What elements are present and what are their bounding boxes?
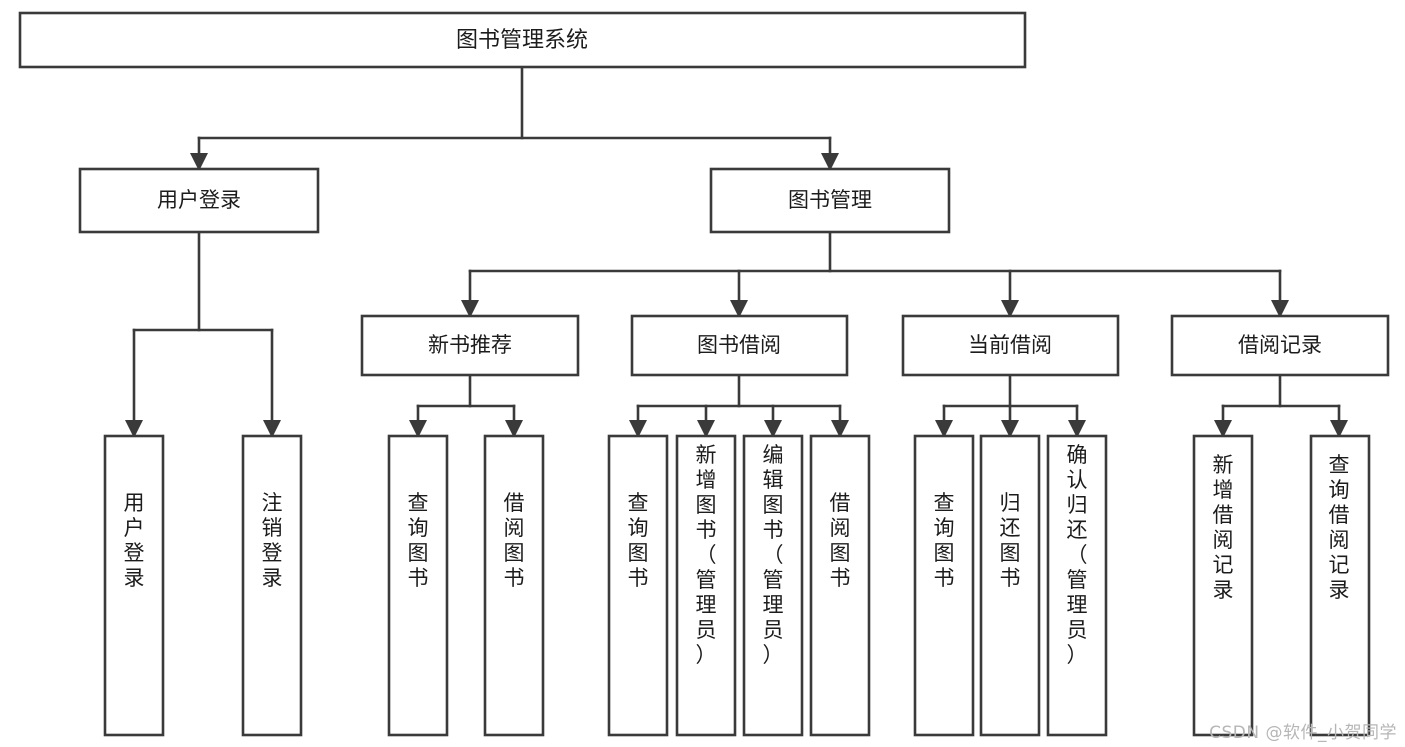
leaf-current-borrow-1-label: 归还图书 (1000, 491, 1021, 590)
leaf-current-borrow-1[interactable]: 归还图书 (979, 434, 1041, 737)
node-user-login-label: 用户登录 (157, 188, 241, 212)
leaf-user-login-1-label: 注销登录 (262, 491, 283, 590)
node-new-book-recommend-label: 新书推荐 (428, 333, 512, 357)
leaf-book-borrow-0-label: 查询图书 (628, 491, 649, 590)
node-current-borrow-label: 当前借阅 (968, 333, 1052, 357)
leaf-new-book-0[interactable]: 查询图书 (387, 434, 449, 737)
connector-root-to-level2 (190, 65, 839, 171)
node-root[interactable]: 图书管理系统 (18, 11, 1027, 69)
leaf-current-borrow-0[interactable]: 查询图书 (913, 434, 975, 737)
node-borrow-record-label: 借阅记录 (1238, 333, 1322, 357)
leaf-new-book-0-label: 查询图书 (408, 491, 429, 590)
leaf-new-book-1-label: 借阅图书 (504, 491, 525, 590)
connector-bookborrow-to-leaves (629, 373, 849, 438)
connector-newbook-to-leaves (409, 373, 523, 438)
connector-borrowrecord-to-leaves (1214, 373, 1348, 438)
leaf-book-borrow-0[interactable]: 查询图书 (607, 434, 669, 737)
leaf-new-book-1[interactable]: 借阅图书 (483, 434, 545, 737)
leaf-book-borrow-2[interactable]: 编辑图书（管理员） (742, 434, 804, 737)
leaf-book-borrow-3[interactable]: 借阅图书 (809, 434, 871, 737)
leaf-borrow-record-1[interactable]: 查询借阅记录 (1309, 434, 1371, 737)
node-user-login[interactable]: 用户登录 (78, 167, 320, 234)
leaf-user-login-0-label: 用户登录 (124, 491, 145, 590)
node-new-book-recommend[interactable]: 新书推荐 (360, 314, 580, 377)
connector-currentborrow-to-leaves (935, 373, 1086, 438)
node-book-management[interactable]: 图书管理 (709, 167, 951, 234)
leaf-book-borrow-3-label: 借阅图书 (830, 491, 851, 590)
leaf-user-login-0[interactable]: 用户登录 (103, 434, 165, 737)
connector-bookmgmt-to-level3 (461, 230, 1289, 318)
leaf-borrow-record-0[interactable]: 新增借阅记录 (1192, 434, 1254, 737)
leaf-borrow-record-1-label: 查询借阅记录 (1329, 453, 1350, 602)
node-borrow-record[interactable]: 借阅记录 (1170, 314, 1390, 377)
node-root-label: 图书管理系统 (456, 28, 588, 53)
node-current-borrow[interactable]: 当前借阅 (901, 314, 1120, 377)
node-book-borrow-label: 图书借阅 (697, 333, 781, 357)
leaf-book-borrow-2-label: 编辑图书（管理员） (763, 443, 784, 667)
connector-userlogin-to-leaves (125, 230, 281, 438)
leaf-book-borrow-1[interactable]: 新增图书（管理员） (675, 434, 737, 737)
leaf-current-borrow-0-label: 查询图书 (934, 491, 955, 590)
node-book-management-label: 图书管理 (788, 188, 872, 212)
leaf-current-borrow-2[interactable]: 确认归还（管理员） (1046, 434, 1108, 737)
node-book-borrow[interactable]: 图书借阅 (630, 314, 849, 377)
leaf-book-borrow-1-label: 新增图书（管理员） (696, 443, 717, 667)
leaf-borrow-record-0-label: 新增借阅记录 (1213, 453, 1234, 602)
leaf-current-borrow-2-label: 确认归还（管理员） (1067, 443, 1088, 667)
leaf-user-login-1[interactable]: 注销登录 (241, 434, 303, 737)
